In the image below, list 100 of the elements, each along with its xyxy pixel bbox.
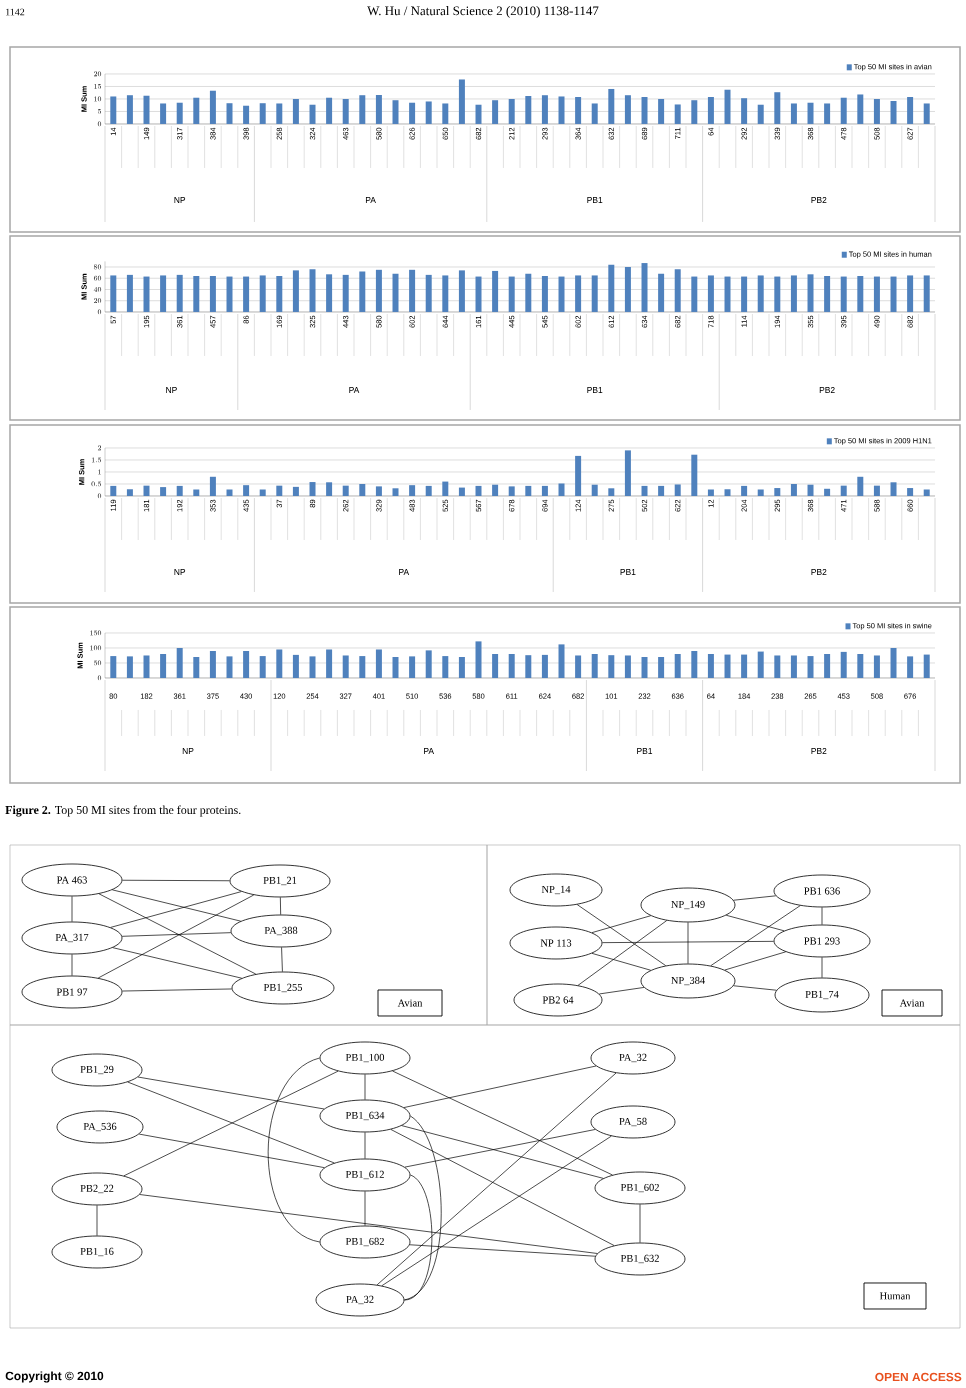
bar [790, 655, 797, 678]
connector-line [139, 1194, 598, 1254]
bar [342, 485, 349, 496]
bar [475, 641, 482, 678]
bar [392, 100, 399, 124]
connector-line [591, 953, 652, 971]
page-number: 1142 [6, 8, 25, 16]
connector-line [123, 1070, 339, 1177]
bar [790, 483, 797, 496]
bar [475, 104, 482, 124]
bar [508, 276, 515, 312]
bar [160, 487, 167, 496]
graph-panel [9, 1024, 961, 1329]
connector-line [404, 1174, 433, 1301]
bar [292, 270, 299, 312]
connector-line [392, 1070, 613, 1176]
bar [276, 649, 283, 678]
bar [176, 647, 183, 678]
bar [724, 654, 731, 678]
bar [276, 275, 283, 312]
bar [475, 276, 482, 312]
bar [259, 489, 266, 496]
bar [309, 269, 316, 312]
bar [658, 656, 665, 678]
bar [873, 276, 880, 312]
connector-line [267, 1057, 320, 1243]
bar [757, 651, 764, 678]
bar [558, 276, 565, 312]
bar [243, 485, 250, 496]
bar [492, 653, 499, 678]
bar [442, 103, 449, 124]
bar [209, 650, 216, 678]
bar [907, 275, 914, 312]
connector-line [381, 1135, 612, 1287]
connector-line [403, 1065, 597, 1108]
bar [641, 96, 648, 124]
bar [591, 103, 598, 124]
group-label: PB2 [819, 387, 835, 393]
group-label: PB2 [811, 748, 827, 754]
bar [674, 104, 681, 124]
bar [110, 275, 117, 312]
bar [176, 485, 183, 496]
open-access-label: OPEN ACCESS [875, 1372, 962, 1382]
bar [840, 276, 847, 312]
bar [641, 485, 648, 496]
bar [608, 488, 615, 496]
connector-line [602, 941, 774, 943]
bar [608, 655, 615, 678]
bar [458, 487, 465, 496]
bar [840, 651, 847, 678]
running-header: W. Hu / Natural Science 2 (2010) 1138-1147 [367, 6, 599, 18]
group-label: NP [174, 569, 186, 575]
bar [541, 275, 548, 312]
bar [741, 485, 748, 496]
bar [724, 89, 731, 124]
bar [442, 275, 449, 312]
bar [292, 654, 299, 678]
bar [691, 454, 698, 496]
group-label: PB1 [587, 387, 603, 393]
bar [608, 88, 615, 124]
connector-line [111, 889, 242, 922]
bar [658, 98, 665, 124]
bar [724, 276, 731, 312]
bar [824, 488, 831, 496]
connector-line [96, 1205, 98, 1236]
bar [160, 275, 167, 312]
bar [359, 656, 366, 678]
bar [923, 489, 930, 496]
bar [359, 483, 366, 496]
bar [226, 489, 233, 496]
bar [126, 489, 133, 496]
bar [409, 269, 416, 312]
bar [458, 656, 465, 678]
connector-line [364, 1074, 366, 1100]
bar [259, 103, 266, 124]
bar [110, 485, 117, 496]
connector-line [390, 1129, 615, 1246]
bar [342, 655, 349, 678]
connector-line [639, 1204, 641, 1243]
bar [160, 653, 167, 678]
bar [508, 653, 515, 678]
bar [923, 103, 930, 124]
bar [442, 481, 449, 496]
bar [707, 653, 714, 678]
connector-line [110, 891, 242, 928]
bar [525, 655, 532, 678]
connector-line [576, 904, 667, 966]
bar [326, 649, 333, 678]
bar [226, 276, 233, 312]
bar [458, 79, 465, 124]
bar [824, 653, 831, 678]
bar [375, 94, 382, 124]
bar [707, 489, 714, 496]
bar [624, 267, 631, 312]
bar [658, 273, 665, 312]
bar [691, 650, 698, 678]
bar [541, 95, 548, 124]
group-label: PA [424, 748, 434, 754]
bar [425, 274, 432, 312]
bar [807, 274, 814, 312]
